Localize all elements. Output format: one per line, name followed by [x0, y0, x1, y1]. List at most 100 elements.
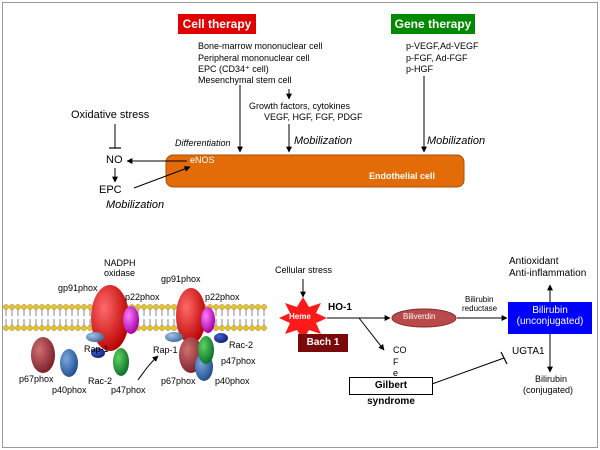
lipid-head: [45, 325, 51, 331]
endothelial-cell-bar: [165, 154, 465, 188]
lipid-head: [219, 325, 225, 331]
growth-factors-list: VEGF, HGF, FGF, PDGF: [264, 112, 363, 122]
lipid-head: [27, 304, 33, 310]
lipid-head: [81, 304, 87, 310]
lipid-head: [33, 325, 39, 331]
bilirubin-conjugated-label: Bilirubin: [535, 374, 568, 384]
lipid-head: [153, 304, 159, 310]
gene-therapy-badge: Gene therapy: [391, 14, 475, 34]
lipid-head: [21, 304, 27, 310]
lipid-head: [45, 304, 51, 310]
inhibition-bar-ugta1: [500, 351, 508, 365]
p67phox-protein-left: [31, 337, 55, 373]
lipid-head: [255, 304, 261, 310]
rac2-protein-left: [91, 348, 105, 358]
p40phox-label-right: p40phox: [215, 376, 250, 386]
p22phox-protein-right: [201, 307, 215, 333]
mobilization-label-gene: Mobilization: [427, 135, 486, 147]
lipid-head: [219, 304, 225, 310]
cell-therapy-item-3: EPC (CD34⁺ cell): [198, 64, 269, 74]
lipid-head: [9, 304, 15, 310]
lipid-head: [225, 325, 231, 331]
co-label: CO: [393, 345, 407, 355]
lipid-head: [249, 304, 255, 310]
p67phox-label-right: p67phox: [161, 376, 196, 386]
lipid-head: [75, 304, 81, 310]
bilirubin-box-line-1: Bilirubin: [532, 305, 568, 316]
bilirubin-conjugated-label-2: (conjugated): [523, 385, 574, 395]
lipid-head: [141, 325, 147, 331]
lipid-head: [153, 325, 159, 331]
rap1-label-left: Rap-1: [84, 344, 109, 354]
p47phox-protein-left: [113, 348, 129, 376]
p40phox-label-left: p40phox: [52, 385, 87, 395]
lipid-head: [33, 304, 39, 310]
epc-label: EPC: [99, 184, 122, 196]
rap1-protein-left: [86, 332, 104, 342]
lipid-head: [9, 325, 15, 331]
lipid-head: [69, 325, 75, 331]
arrow-heme-co-fe: [358, 317, 385, 351]
lipid-head: [255, 325, 261, 331]
lipid-head: [213, 304, 219, 310]
lipid-head: [237, 304, 243, 310]
lipid-head: [237, 325, 243, 331]
inhibition-gilbert-ugta1: [431, 357, 505, 385]
fe-label-2: e: [393, 368, 399, 378]
p40phox-protein-left: [60, 349, 78, 377]
lipid-head: [249, 325, 255, 331]
rac2-label-left: Rac-2: [88, 376, 113, 386]
nadph-oxidase-label: NADPH: [104, 258, 136, 268]
rap1-protein-right: [165, 332, 183, 342]
lipid-head: [135, 304, 141, 310]
p47phox-label-right-top: p47phox: [221, 356, 256, 366]
biliverdin-label: Biliverdin: [403, 312, 436, 321]
cellular-stress-label: Cellular stress: [275, 265, 333, 275]
lipid-head: [63, 325, 69, 331]
oxidative-stress-label: Oxidative stress: [71, 109, 150, 121]
cell-therapy-badge: Cell therapy: [178, 14, 256, 34]
lipid-head: [57, 325, 63, 331]
mobilization-label-epc: Mobilization: [106, 199, 165, 211]
ugta1-label: UGTA1: [512, 346, 545, 357]
gp91phox-label-right: gp91phox: [161, 274, 201, 284]
lipid-head: [159, 304, 165, 310]
p22phox-label-right: p22phox: [205, 292, 240, 302]
enos-label: eNOS: [190, 155, 215, 165]
bilirubin-box-line-2: (unconjugated): [516, 316, 584, 327]
lipid-head: [171, 325, 177, 331]
lipid-head: [231, 304, 237, 310]
rac2-protein-right: [214, 333, 228, 343]
lipid-head: [261, 325, 267, 331]
rac2-label-right: Rac-2: [229, 340, 254, 350]
bilirubin-reductase-label-2: reductase: [462, 304, 498, 313]
growth-factors-label: Growth factors, cytokines: [249, 101, 351, 111]
lipid-head: [147, 304, 153, 310]
bilirubin-unconjugated-box: Bilirubin (unconjugated): [508, 302, 592, 334]
lipid-head: [141, 304, 147, 310]
heme-label: Heme: [289, 312, 311, 321]
lipid-head: [171, 304, 177, 310]
p47phox-protein-right: [198, 336, 214, 364]
lipid-head: [225, 304, 231, 310]
arrow-epc-enos: [133, 166, 191, 189]
lipid-head: [165, 304, 171, 310]
lipid-head: [213, 325, 219, 331]
lipid-head: [27, 325, 33, 331]
lipid-head: [159, 325, 165, 331]
antioxidant-label: Antioxidant: [509, 256, 559, 267]
gilbert-syndrome-box: Gilbert syndrome: [349, 377, 433, 407]
lipid-head: [51, 304, 57, 310]
p22phox-protein-left: [123, 306, 139, 334]
lipid-head: [81, 325, 87, 331]
activation-arrow: [137, 355, 159, 381]
anti-inflammation-label: Anti-inflammation: [509, 268, 587, 279]
heme-burst: [279, 297, 327, 340]
p22phox-label-left: p22phox: [125, 292, 160, 302]
endothelial-cell-label: Endothelial cell: [369, 171, 436, 181]
lipid-head: [261, 304, 267, 310]
lipid-head: [147, 325, 153, 331]
no-label: NO: [106, 154, 123, 166]
